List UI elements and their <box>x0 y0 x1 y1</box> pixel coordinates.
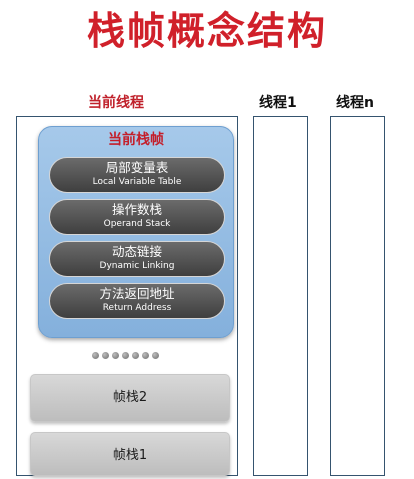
diagram-title: 栈帧概念结构 <box>86 9 327 53</box>
return-address-section: 方法返回地址 Return Address <box>49 283 225 319</box>
section-label-en: Dynamic Linking <box>99 261 175 271</box>
thread1-column <box>253 116 308 476</box>
dynamic-linking-section: 动态链接 Dynamic Linking <box>49 241 225 277</box>
local-variable-table-section: 局部变量表 Local Variable Table <box>49 157 225 193</box>
dot <box>132 352 139 359</box>
section-label-en: Return Address <box>102 303 172 313</box>
section-label-en: Local Variable Table <box>92 177 182 187</box>
stack-frame-2: 帧栈2 <box>30 374 230 422</box>
dot <box>122 352 129 359</box>
dot <box>112 352 119 359</box>
section-label-en: Operand Stack <box>103 219 171 229</box>
dot <box>92 352 99 359</box>
thread1-label: 线程1 <box>259 95 297 111</box>
threadn-label: 线程n <box>336 95 374 111</box>
current-stack-frame: 当前栈帧 局部变量表 Local Variable Table 操作数栈 Ope… <box>38 126 234 338</box>
section-label-cn: 方法返回地址 <box>99 286 175 301</box>
section-label-cn: 动态链接 <box>111 244 162 259</box>
dot <box>102 352 109 359</box>
current-frame-title: 当前栈帧 <box>108 132 164 148</box>
stack-frame-1: 帧栈1 <box>30 432 230 476</box>
ellipsis-dots <box>92 352 159 360</box>
operand-stack-section: 操作数栈 Operand Stack <box>49 199 225 235</box>
threadn-column <box>330 116 385 476</box>
current-thread-label: 当前线程 <box>88 95 144 111</box>
section-label-cn: 操作数栈 <box>111 202 162 217</box>
dot <box>152 352 159 359</box>
dot <box>142 352 149 359</box>
section-label-cn: 局部变量表 <box>105 160 169 175</box>
